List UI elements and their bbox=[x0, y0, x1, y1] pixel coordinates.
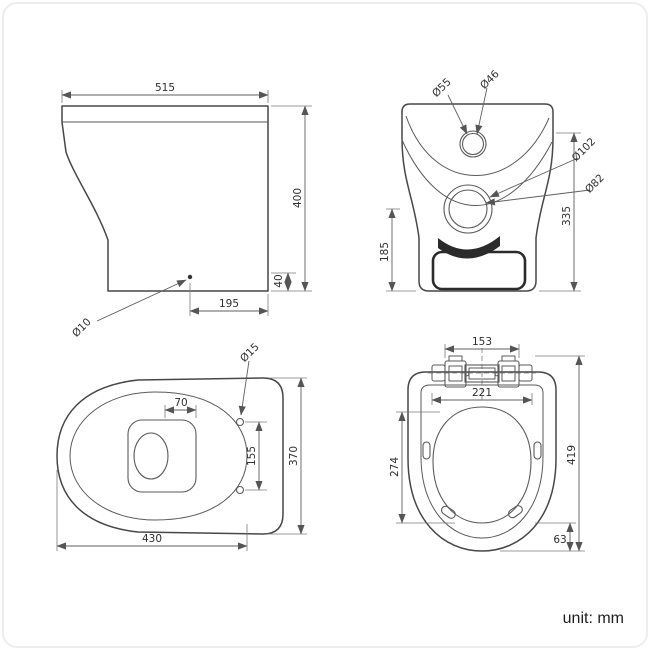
front-bowl-curve-2 bbox=[401, 139, 553, 206]
flush-recess bbox=[127, 419, 197, 493]
dim-seat-length-text: 419 bbox=[566, 445, 578, 465]
inlet-hole-inner bbox=[461, 132, 485, 156]
flush-oval bbox=[133, 432, 169, 480]
front-view: Ø55 Ø46 Ø102 Ø82 335 185 bbox=[379, 68, 607, 292]
dim-plan-depth-text: 430 bbox=[142, 533, 162, 545]
dim-hinge-to-edge-text: 63 bbox=[553, 534, 566, 546]
dim-outlet-height: 40 bbox=[271, 272, 296, 292]
label-inlet-inner: Ø46 bbox=[478, 68, 502, 92]
seat-hole-bottom bbox=[235, 485, 245, 495]
side-view: Ø10 515 400 40 195 bbox=[61, 82, 312, 340]
dim-plan-width-text: 370 bbox=[288, 446, 300, 466]
leader-fixing-hole: Ø10 bbox=[70, 279, 187, 340]
leader-waste-outer: Ø102 bbox=[489, 136, 598, 198]
hinge-cap-right bbox=[501, 355, 516, 362]
dim-hole-spacing-text: 155 bbox=[246, 446, 258, 466]
seat-view: 153 221 419 274 63 bbox=[389, 336, 585, 552]
hinge-tab-right bbox=[518, 364, 533, 382]
dim-seat-length: 419 bbox=[500, 355, 585, 552]
front-shadow bbox=[438, 236, 500, 259]
side-fixing-hole bbox=[187, 274, 193, 280]
seat-bumper-right bbox=[533, 441, 542, 460]
seat-ring bbox=[420, 384, 544, 539]
front-bowl-curve-1 bbox=[405, 115, 550, 176]
hinge-block-left bbox=[444, 360, 467, 388]
waste-hole-inner bbox=[448, 189, 488, 229]
dim-hole-spacing: 155 bbox=[245, 421, 267, 491]
waste-hole-outer bbox=[443, 184, 493, 234]
plan-rim bbox=[69, 391, 248, 521]
plan-view: 70 Ø15 155 370 430 bbox=[56, 341, 307, 551]
dim-rim-height-text: 185 bbox=[379, 242, 391, 262]
hinge-screw-left bbox=[464, 371, 470, 377]
seat-hinge-hardware bbox=[428, 348, 536, 400]
dim-outlet-to-wall-text: 195 bbox=[219, 298, 239, 310]
seat-opening bbox=[432, 406, 532, 524]
dim-plan-width: 370 bbox=[268, 377, 307, 535]
label-seat-hole-dia: Ø15 bbox=[238, 341, 262, 365]
dim-flush-width: 70 bbox=[164, 397, 197, 418]
dim-hinge-width: 153 bbox=[444, 336, 520, 358]
dim-hinge-to-edge: 63 bbox=[535, 522, 576, 552]
hinge-cap-left bbox=[448, 355, 463, 362]
dim-rim-height: 185 bbox=[379, 208, 416, 292]
hinge-block-left-inner bbox=[448, 365, 463, 382]
hinge-screw-right bbox=[494, 371, 500, 377]
dim-opening-length-text: 274 bbox=[389, 457, 401, 477]
label-waste-inner: Ø82 bbox=[583, 172, 607, 196]
dim-side-height-text: 400 bbox=[292, 188, 304, 208]
dim-side-height: 400 bbox=[271, 105, 312, 292]
dim-side-width-text: 515 bbox=[155, 82, 175, 94]
label-fixing-hole-dia: Ø10 bbox=[70, 316, 94, 340]
leader-inlet-outer: Ø55 bbox=[430, 76, 468, 135]
front-base bbox=[431, 250, 527, 291]
dim-front-height-text: 335 bbox=[561, 206, 573, 226]
dim-front-height: 335 bbox=[539, 132, 581, 292]
seat-outline bbox=[407, 371, 557, 552]
dim-hinge-width-text: 153 bbox=[472, 336, 492, 348]
label-inlet-outer: Ø55 bbox=[430, 76, 454, 100]
dim-opening-length: 274 bbox=[389, 411, 455, 524]
seat-hole-top bbox=[235, 417, 245, 427]
front-outline bbox=[401, 103, 554, 292]
side-outline bbox=[61, 105, 269, 292]
dim-outlet-to-wall: 195 bbox=[189, 283, 269, 316]
hinge-block-right bbox=[497, 360, 520, 388]
dim-seat-width-text: 221 bbox=[472, 387, 492, 399]
seat-bumper-bottom-left bbox=[440, 505, 456, 519]
dim-outlet-height-text: 40 bbox=[273, 274, 285, 287]
dim-seat-width: 221 bbox=[431, 387, 533, 405]
plan-outline bbox=[56, 377, 284, 535]
hinge-block-right-inner bbox=[501, 365, 516, 382]
dim-plan-depth: 430 bbox=[56, 470, 248, 551]
hinge-tab-left bbox=[431, 364, 446, 382]
inlet-hole-outer bbox=[459, 130, 487, 158]
dim-side-width: 515 bbox=[61, 82, 269, 103]
leader-inlet-inner: Ø46 bbox=[475, 68, 502, 135]
dim-flush-width-text: 70 bbox=[174, 397, 187, 409]
seat-bumper-left bbox=[422, 441, 431, 460]
seat-bumper-bottom-right bbox=[507, 505, 523, 519]
unit-label: unit: mm bbox=[563, 610, 624, 627]
